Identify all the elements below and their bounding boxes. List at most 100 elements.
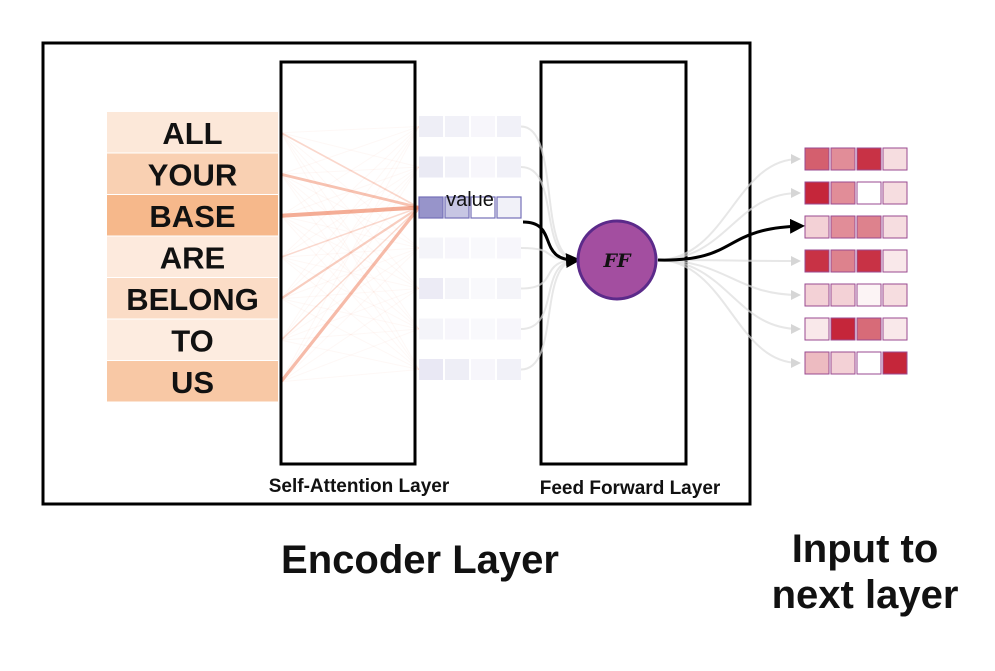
faint-attention-line (280, 288, 420, 383)
value-cell (471, 359, 495, 380)
ff-output-lines (656, 154, 801, 368)
value-cell (419, 237, 443, 259)
word-background (107, 278, 278, 319)
attention-line (280, 132, 420, 209)
value-cell (497, 156, 521, 178)
input-word: ARE (160, 240, 225, 275)
value-cell (445, 318, 469, 340)
faint-ff-input-line (520, 255, 579, 290)
faint-attention-line (280, 369, 420, 383)
faint-attention-line (280, 215, 420, 330)
value-cell (470, 196, 496, 219)
output-cell (882, 181, 908, 205)
word-backgrounds (107, 112, 278, 402)
faint-attention-line (280, 166, 420, 217)
encoder-layer-title: Encoder Layer (281, 538, 559, 582)
value-cell (445, 278, 469, 299)
ff-label: FF (603, 250, 632, 272)
faint-ff-input-line (520, 125, 579, 265)
value-label: value (446, 189, 494, 211)
attention-line (280, 206, 420, 341)
faint-attention-line (280, 215, 420, 249)
word-background (107, 195, 278, 236)
output-cell (830, 181, 856, 205)
attention-line (280, 206, 420, 300)
feed-forward-label: Feed Forward Layer (540, 478, 721, 499)
faint-ff-input-line (520, 255, 579, 371)
faint-attention-line (280, 166, 420, 341)
faint-attention-line (280, 126, 420, 217)
output-cell (804, 147, 830, 171)
output-cell (830, 249, 856, 273)
word-background (107, 112, 278, 153)
output-cell (830, 215, 856, 239)
output-vectors (804, 147, 908, 375)
faint-attention-line (280, 173, 420, 330)
output-cell (856, 147, 882, 171)
input-word: ALL (162, 116, 222, 151)
output-cell (830, 351, 856, 375)
input-word: BASE (149, 199, 235, 234)
word-background (107, 361, 278, 402)
input-word: YOUR (148, 157, 238, 192)
value-cell (445, 237, 469, 259)
attention-lines (279, 126, 421, 383)
attention-line (280, 172, 420, 209)
output-cell (882, 215, 908, 239)
value-cell (497, 318, 521, 340)
output-cell (882, 283, 908, 307)
faint-ff-output-line (656, 259, 801, 300)
faint-attention-line (280, 247, 420, 383)
faint-attention-line (280, 328, 420, 341)
output-cell (804, 181, 830, 205)
value-cell (419, 359, 443, 380)
faint-ff-output-line (656, 188, 801, 261)
output-cell (882, 317, 908, 341)
ff-input-lines (520, 125, 579, 371)
faint-attention-line (280, 166, 420, 300)
self-attention-box (279, 60, 417, 466)
value-cell (497, 278, 521, 299)
value-cell (471, 156, 495, 178)
faint-attention-line (280, 328, 420, 383)
faint-attention-line (280, 215, 420, 289)
faint-attention-line (280, 247, 420, 258)
output-cell (856, 351, 882, 375)
output-cell (804, 351, 830, 375)
faint-attention-line (280, 166, 420, 383)
output-title-line1: Input to (792, 527, 939, 571)
output-cell (804, 249, 830, 273)
value-to-ff-arrow (522, 220, 581, 269)
faint-attention-line (280, 256, 420, 289)
output-cell (856, 283, 882, 307)
output-cell (856, 249, 882, 273)
output-cell (882, 249, 908, 273)
output-cell (804, 317, 830, 341)
faint-attention-line (280, 288, 420, 341)
value-cell (471, 278, 495, 299)
value-cell (418, 196, 444, 219)
output-cell (830, 283, 856, 307)
self-attention-label: Self-Attention Layer (269, 476, 450, 497)
faint-attention-line (280, 173, 420, 289)
input-word: TO (171, 323, 214, 358)
faint-ff-output-line (656, 154, 801, 261)
input-word: BELONG (126, 282, 259, 317)
faint-attention-line (280, 173, 420, 370)
output-cell (830, 317, 856, 341)
output-cell (804, 215, 830, 239)
output-cell (804, 283, 830, 307)
value-cell (497, 116, 521, 137)
faint-attention-line (280, 132, 420, 370)
output-cell (856, 215, 882, 239)
value-cell (444, 196, 470, 219)
output-cell (882, 147, 908, 171)
faint-ff-output-line (656, 259, 801, 334)
output-cell (856, 181, 882, 205)
value-cell (419, 278, 443, 299)
input-word: US (171, 365, 214, 400)
output-cell (830, 147, 856, 171)
value-cell (497, 359, 521, 380)
